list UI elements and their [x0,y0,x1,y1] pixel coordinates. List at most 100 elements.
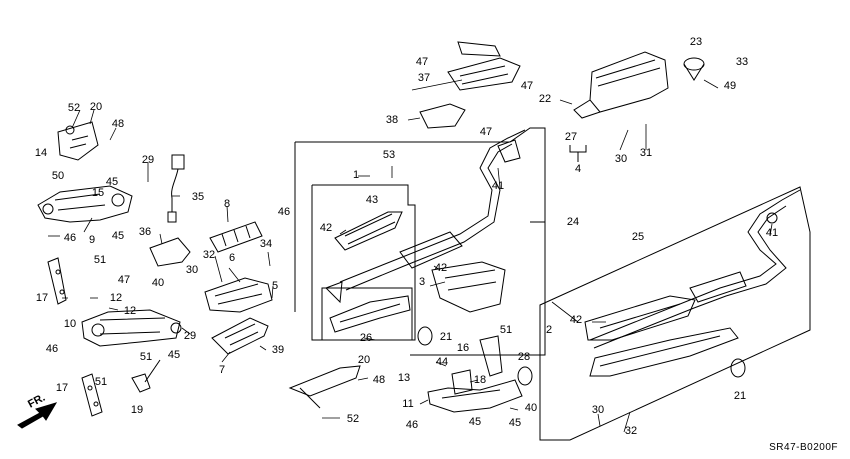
silencer-4 [573,51,669,119]
hanger-rubber-21-right [730,358,746,378]
frame-53-box [311,184,416,341]
callout-48: 48 [111,118,125,130]
rubber-mount-21 [417,326,433,346]
callout-30: 30 [614,153,628,165]
callout-17: 17 [55,382,69,394]
exhaust-manifold-9 [37,185,133,223]
callout-42: 42 [569,314,583,326]
callout-52: 52 [346,413,360,425]
callout-27: 27 [564,131,578,143]
callout-30: 30 [591,404,605,416]
callout-45: 45 [508,417,522,429]
callout-43: 43 [365,194,379,206]
callout-12: 12 [123,305,137,317]
heat-shield-36 [149,237,191,267]
callout-24: 24 [566,216,580,228]
callout-5: 5 [271,280,279,292]
callout-12: 12 [109,292,123,304]
exhaust-manifold-bracket-20 [57,121,99,161]
heat-shield-2 [584,295,739,377]
callout-47: 47 [415,56,429,68]
bracket-47-top [457,41,501,57]
gasket-41-right [766,212,778,224]
callout-51: 51 [139,351,153,363]
callout-18: 18 [473,374,487,386]
frame-3-box [321,287,413,341]
callout-14: 14 [34,147,48,159]
callout-45: 45 [105,176,119,188]
callout-17: 17 [35,292,49,304]
callout-8: 8 [223,198,231,210]
callout-45: 45 [111,230,125,242]
callout-28: 28 [517,351,531,363]
callout-26: 26 [359,332,373,344]
callout-20: 20 [89,101,103,113]
callout-50: 50 [51,170,65,182]
frame-24-box [294,127,546,356]
callout-6: 6 [228,252,236,264]
converter-heat-shield-7 [211,317,269,355]
bracket-20-lower [288,365,361,409]
heat-shield-1-assy [334,211,403,251]
callout-2: 2 [545,324,553,336]
callout-46: 46 [63,232,77,244]
front-arrow-icon [17,402,58,429]
callout-11: 11 [402,398,414,410]
catalytic-converter-5 [204,277,273,313]
heat-shield-37 [447,57,521,91]
callout-52: 52 [67,102,81,114]
front-pipe-10 [81,309,182,347]
callout-38: 38 [385,114,399,126]
callout-3: 3 [418,276,426,288]
stay-17-lower [81,373,103,417]
callout-46: 46 [405,419,419,431]
diagram-code: SR47-B0200F [769,442,838,453]
gasket-28 [517,366,533,386]
callout-4: 4 [574,163,582,175]
callout-41: 41 [491,180,505,192]
callout-35: 35 [191,191,205,203]
callout-32: 32 [202,249,216,261]
callout-47: 47 [520,80,534,92]
callout-29: 29 [141,154,155,166]
callout-40: 40 [524,402,538,414]
callout-47: 47 [117,274,131,286]
callout-46: 46 [45,343,59,355]
callout-10: 10 [63,318,77,330]
leader-lines [48,79,773,433]
callout-53: 53 [382,149,396,161]
stay-17-upper [47,257,67,305]
heat-shield-26 [329,295,411,333]
callout-21: 21 [733,390,747,402]
callout-41: 41 [765,227,779,239]
callout-45: 45 [167,349,181,361]
callout-37: 37 [417,72,431,84]
callout-39: 39 [271,344,285,356]
callout-25: 25 [631,231,645,243]
callout-13: 13 [397,372,411,384]
callout-48: 48 [372,374,386,386]
frame-25-box [539,186,811,441]
front-pipe-11 [427,379,523,413]
callout-51: 51 [94,376,108,388]
hanger-19 [131,359,161,393]
callout-19: 19 [130,404,144,416]
callout-46: 46 [277,206,291,218]
heat-shield-38 [419,103,466,129]
callout-45: 45 [468,416,482,428]
callout-30: 30 [185,264,199,276]
tail-pipe-33 [683,57,705,81]
frame-4-bracket [569,145,587,162]
oxygen-sensor-35 [167,154,185,223]
stay-16 [479,335,503,377]
exhaust-pipe-25 [589,189,801,349]
mount-18 [451,369,473,395]
callout-34: 34 [259,238,273,250]
callout-1: 1 [352,169,360,181]
callout-23: 23 [689,36,703,48]
callout-49: 49 [723,80,737,92]
callout-31: 31 [639,147,653,159]
exhaust-pipe-24 [325,129,526,304]
callout-40: 40 [151,277,165,289]
callout-7: 7 [218,364,226,376]
